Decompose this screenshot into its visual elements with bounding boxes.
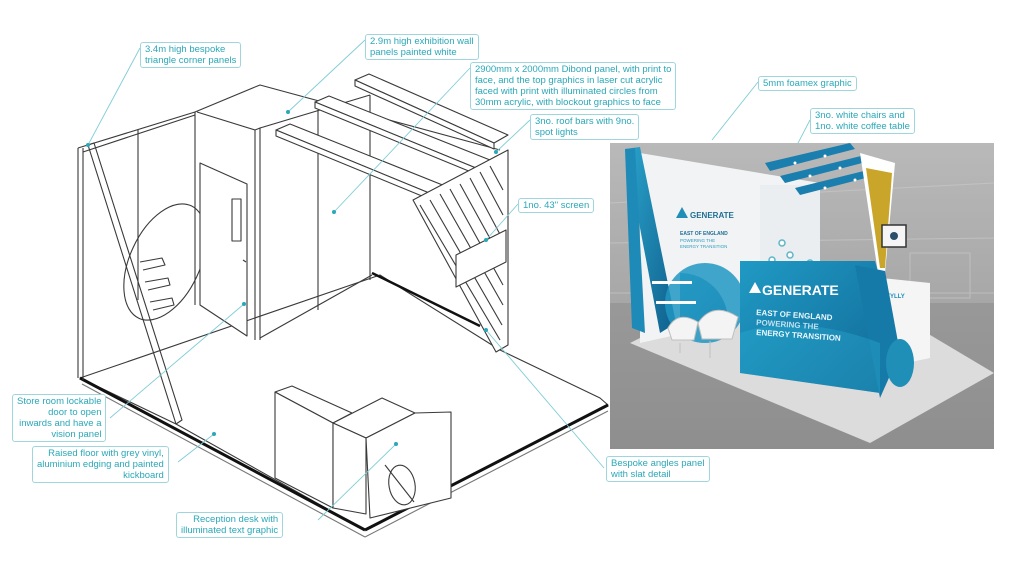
- raised-floor-outline: [79, 271, 609, 538]
- callout-foamex: 5mm foamex graphic: [758, 76, 857, 91]
- callout-screen: 1no. 43" screen: [518, 198, 595, 213]
- callout-angled-panel: Bespoke angles panel with slat detail: [606, 456, 710, 482]
- store-room-wall: [196, 111, 261, 340]
- stand-3d-render: GENERATE EAST OF ENGLAND POWERING THE EN…: [610, 143, 994, 449]
- svg-text:GENERATE: GENERATE: [690, 211, 735, 220]
- left-back-wall: [77, 86, 256, 380]
- svg-text:GENERATE: GENERATE: [762, 282, 839, 298]
- angled-slat-panel: [412, 149, 509, 353]
- callout-chairs: 3no. white chairs and 1no. white coffee …: [810, 108, 915, 134]
- callout-wall-panels: 2.9m high exhibition wall panels painted…: [365, 34, 479, 60]
- triangle-corner-panel: [87, 142, 207, 425]
- callout-raised-floor: Raised floor with grey vinyl, aluminium …: [32, 446, 169, 483]
- leader-arrowheads: [86, 110, 498, 446]
- render-reception-desk: GENERATE EAST OF ENGLAND POWERING THE EN…: [740, 261, 914, 398]
- svg-text:YYLLY: YYLLY: [886, 294, 905, 300]
- callout-reception-desk: Reception desk with illuminated text gra…: [176, 512, 284, 538]
- svg-text:ENERGY TRANSITION: ENERGY TRANSITION: [680, 244, 727, 249]
- svg-text:POWERING THE: POWERING THE: [680, 238, 715, 243]
- callout-corner-panels: 3.4m high bespoke triangle corner panels: [140, 42, 242, 68]
- reception-desk-outline: [274, 385, 452, 519]
- callout-store-door: Store room lockable door to open inwards…: [12, 394, 107, 442]
- render-chairs: [667, 309, 739, 358]
- svg-text:EAST OF ENGLAND: EAST OF ENGLAND: [680, 231, 728, 237]
- render-roof-bars: [765, 143, 885, 195]
- callout-dibond-panel: 2900mm x 2000mm Dibond panel, with print…: [470, 62, 677, 110]
- callout-roof-bars: 3no. roof bars with 9no. spot lights: [530, 114, 640, 140]
- svg-text:POWERING THE: POWERING THE: [756, 318, 820, 331]
- render-triangle-panel: [625, 147, 676, 333]
- render-wall-logo: GENERATE EAST OF ENGLAND POWERING THE EN…: [676, 207, 735, 249]
- render-illustration: GENERATE EAST OF ENGLAND POWERING THE EN…: [610, 143, 994, 449]
